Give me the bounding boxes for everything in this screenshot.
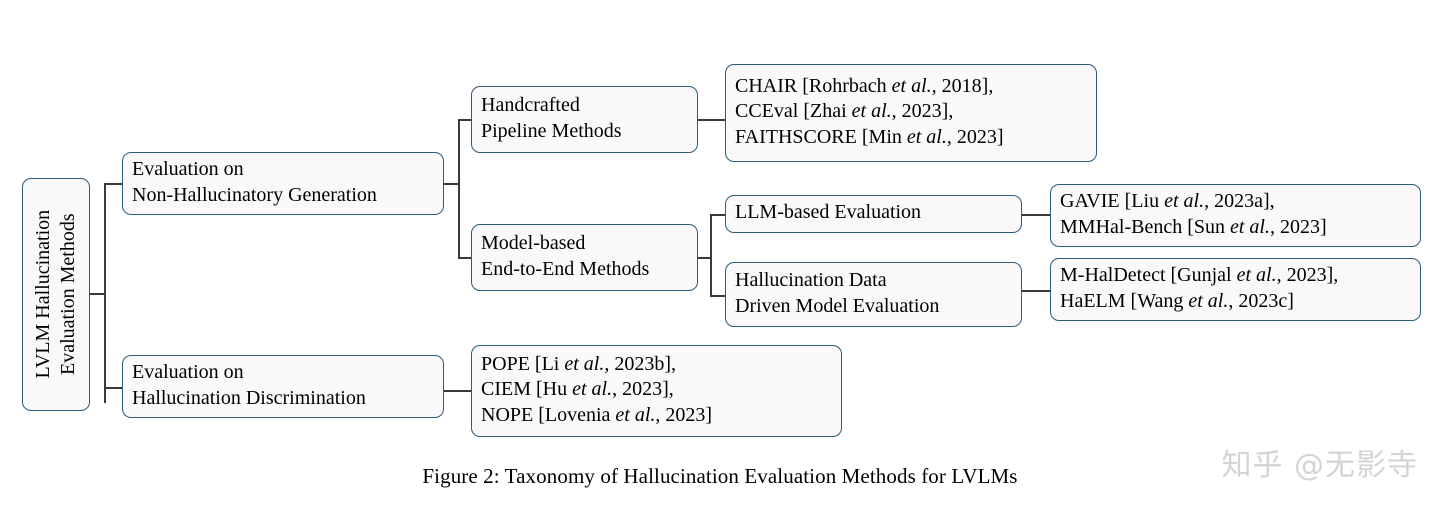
reference-chair-author: [Rohrbach: [802, 75, 892, 98]
node-hallucination-data-driven-model-evaluation[interactable]: Hallucination Data Driven Model Evaluati…: [725, 262, 1022, 327]
node-modelbased-line1: Model-based: [481, 232, 586, 255]
node-eval-disc-line2: Hallucination Discrimination: [132, 386, 366, 409]
connector-root-stub: [90, 293, 104, 295]
node-evaluation-hallucination-discrimination[interactable]: Evaluation on Hallucination Discriminati…: [122, 355, 444, 418]
node-handcrafted-line2: Pipeline Methods: [481, 119, 622, 142]
reference-pope-name: POPE: [481, 353, 530, 376]
connector-root-spine: [104, 183, 106, 403]
node-root-line2: Evaluation Methods: [57, 213, 79, 376]
node-evaluation-non-hallucinatory-generation[interactable]: Evaluation on Non-Hallucinatory Generati…: [122, 152, 444, 215]
reference-pope: POPE [Li et al., 2023b],: [481, 352, 832, 377]
node-handcrafted-references[interactable]: CHAIR [Rohrbach et al., 2018], CCEval [Z…: [725, 64, 1097, 162]
connector-handcrafted-to-refs: [698, 119, 725, 121]
connector-root-to-disc: [104, 387, 122, 389]
reference-nope: NOPE [Lovenia et al., 2023]: [481, 403, 832, 428]
node-root[interactable]: LVLM Hallucination Evaluation Methods: [22, 178, 90, 411]
reference-cceval-name: CCEval: [735, 100, 799, 123]
connector-nonhal-to-handcrafted: [458, 119, 471, 121]
reference-haelm-author: [Wang: [1130, 289, 1189, 312]
connector-modelbased-to-llmeval: [710, 214, 725, 216]
reference-pope-etal: et al.: [564, 353, 605, 376]
reference-cceval: CCEval [Zhai et al., 2023],: [735, 99, 1087, 124]
connector-modelbased-spine: [710, 214, 712, 295]
node-llm-based-evaluation-references[interactable]: GAVIE [Liu et al., 2023a], MMHal-Bench […: [1050, 184, 1421, 247]
reference-faithscore: FAITHSCORE [Min et al., 2023]: [735, 125, 1087, 150]
reference-ciem-year: , 2023],: [612, 378, 674, 401]
reference-ciem-etal: et al.: [572, 378, 613, 401]
connector-disc-to-refs: [444, 390, 471, 392]
node-discrimination-references[interactable]: POPE [Li et al., 2023b], CIEM [Hu et al.…: [471, 345, 842, 437]
node-root-line1: LVLM Hallucination: [31, 210, 54, 379]
reference-mmhal-bench-year: , 2023]: [1270, 215, 1327, 238]
reference-m-haldetect-name: M-HalDetect: [1060, 264, 1166, 287]
reference-haelm-year: , 2023c]: [1228, 289, 1294, 312]
connector-modelbased-stub: [698, 257, 710, 259]
reference-gavie-author: [Liu: [1124, 190, 1165, 213]
reference-faithscore-name: FAITHSCORE: [735, 125, 857, 148]
reference-m-haldetect-etal: et al.: [1236, 264, 1277, 287]
reference-mmhal-bench-etal: et al.: [1230, 215, 1270, 238]
reference-ciem-author: [Hu: [536, 378, 573, 401]
reference-faithscore-etal: et al.: [906, 125, 947, 148]
connector-nonhal-stub: [444, 183, 458, 185]
reference-gavie-year: , 2023a],: [1204, 190, 1275, 213]
reference-pope-year: , 2023b],: [604, 353, 677, 376]
reference-m-haldetect-author: [Gunjal: [1170, 264, 1237, 287]
node-llm-eval-line1: LLM-based Evaluation: [735, 201, 922, 224]
connector-halldata-to-refs: [1022, 290, 1050, 292]
node-handcrafted-line1: Handcrafted: [481, 94, 580, 117]
node-root-text: LVLM Hallucination Evaluation Methods: [31, 210, 81, 379]
reference-nope-year: , 2023]: [655, 403, 713, 426]
node-halldata-line1: Hallucination Data: [735, 269, 887, 292]
reference-haelm-etal: et al.: [1188, 289, 1229, 312]
reference-haelm-name: HaELM: [1060, 289, 1126, 312]
reference-nope-name: NOPE: [481, 403, 534, 426]
node-halldata-line2: Driven Model Evaluation: [735, 294, 940, 317]
reference-cceval-etal: et al.: [851, 100, 892, 123]
reference-m-haldetect: M-HalDetect [Gunjal et al., 2023],: [1060, 263, 1411, 288]
connector-llmeval-to-refs: [1022, 214, 1050, 216]
reference-nope-author: [Lovenia: [538, 403, 616, 426]
reference-faithscore-year: , 2023]: [946, 125, 1004, 148]
connector-nonhal-to-modelbased: [458, 257, 471, 259]
node-llm-based-evaluation[interactable]: LLM-based Evaluation: [725, 195, 1022, 233]
reference-chair: CHAIR [Rohrbach et al., 2018],: [735, 74, 1087, 99]
node-eval-nonhal-line2: Non-Hallucinatory Generation: [132, 183, 377, 206]
connector-nonhal-spine: [458, 119, 460, 258]
reference-m-haldetect-year: , 2023],: [1276, 264, 1339, 287]
reference-cceval-year: , 2023],: [891, 100, 954, 123]
reference-nope-etal: et al.: [615, 403, 656, 426]
reference-chair-year: , 2018],: [931, 75, 994, 98]
reference-mmhal-bench-name: MMHal-Bench: [1060, 215, 1183, 238]
connector-modelbased-to-halldata: [710, 295, 725, 297]
reference-haelm: HaELM [Wang et al., 2023c]: [1060, 289, 1411, 314]
reference-cceval-author: [Zhai: [803, 100, 852, 123]
node-model-based-end-to-end-methods[interactable]: Model-based End-to-End Methods: [471, 224, 698, 291]
node-modelbased-line2: End-to-End Methods: [481, 257, 650, 280]
node-handcrafted-pipeline-methods[interactable]: Handcrafted Pipeline Methods: [471, 86, 698, 153]
connector-root-to-nonhal: [104, 183, 122, 185]
reference-mmhal-bench-author: [Sun: [1187, 215, 1230, 238]
reference-pope-author: [Li: [534, 353, 565, 376]
zhihu-watermark: 知乎 @无影寺: [1221, 448, 1418, 483]
node-data-driven-references[interactable]: M-HalDetect [Gunjal et al., 2023], HaELM…: [1050, 258, 1421, 321]
reference-gavie-etal: et al.: [1164, 190, 1205, 213]
reference-ciem: CIEM [Hu et al., 2023],: [481, 377, 832, 402]
reference-gavie-name: GAVIE: [1060, 190, 1120, 213]
reference-chair-etal: et al.: [891, 75, 932, 98]
node-eval-disc-line1: Evaluation on: [132, 361, 244, 384]
figure-caption: Figure 2: Taxonomy of Hallucination Eval…: [422, 464, 1018, 488]
reference-ciem-name: CIEM: [481, 378, 531, 401]
reference-mmhal-bench: MMHal-Bench [Sun et al., 2023]: [1060, 215, 1411, 240]
reference-gavie: GAVIE [Liu et al., 2023a],: [1060, 189, 1411, 214]
reference-faithscore-author: [Min: [861, 125, 907, 148]
node-eval-nonhal-line1: Evaluation on: [132, 158, 244, 181]
reference-chair-name: CHAIR: [735, 75, 798, 98]
